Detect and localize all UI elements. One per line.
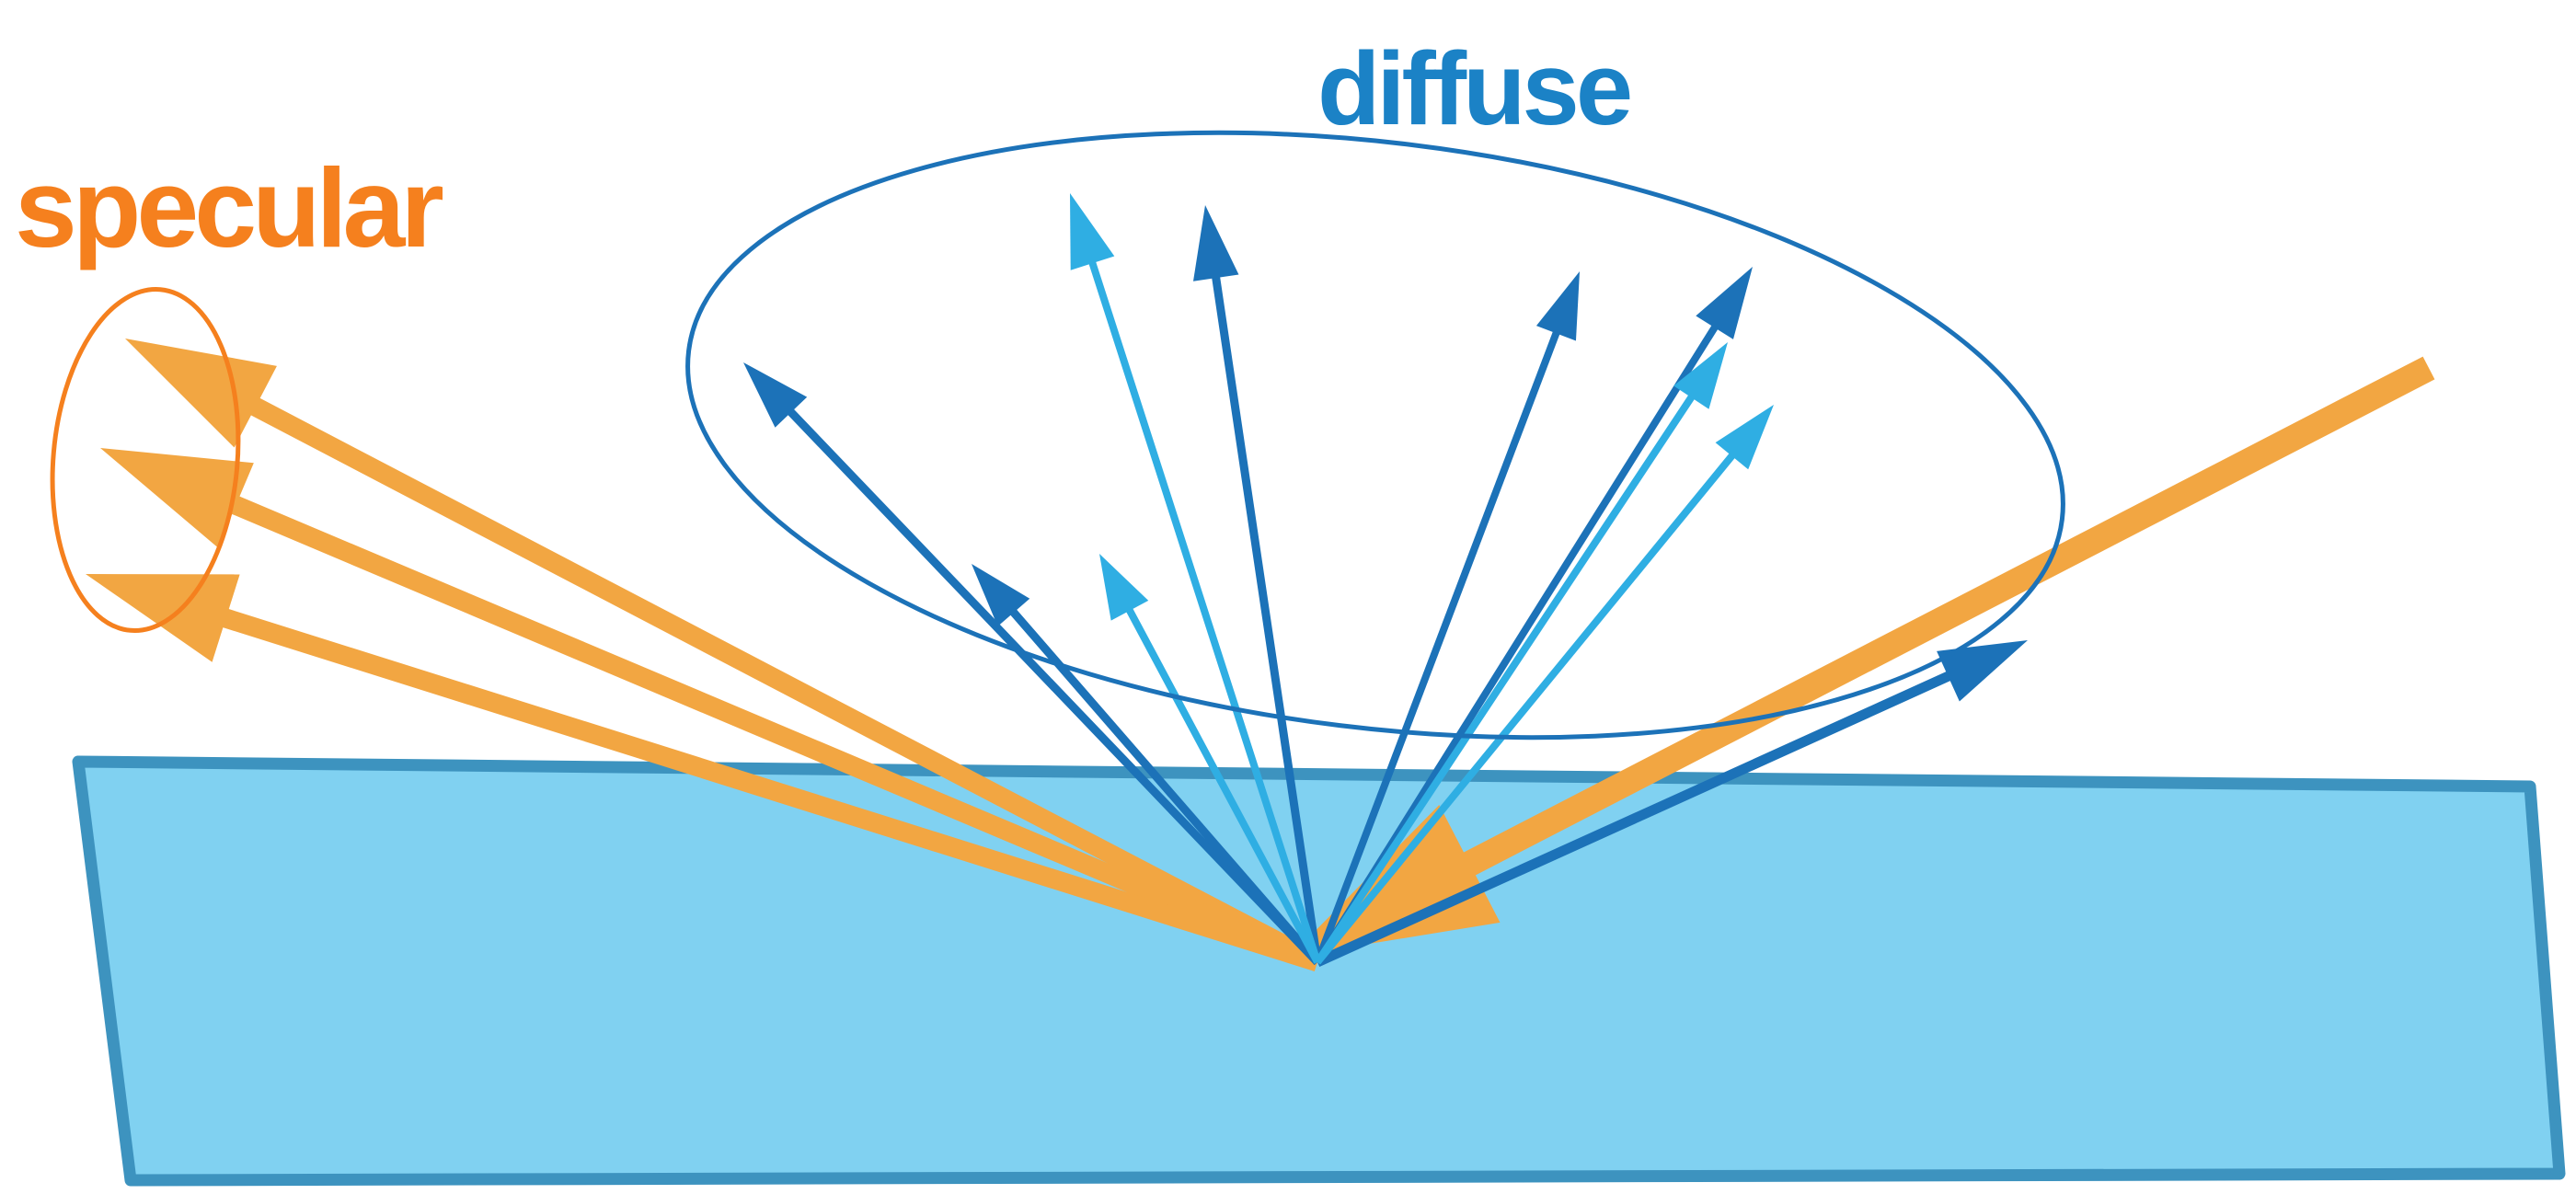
diffuse-arrow-short-cyan [1099,554,1321,964]
specular-arrow-middle-shaft [224,493,1322,971]
diffuse-arrow-right-cyan-1 [1314,342,1728,965]
diffuse-arrow-along-ray-shaft [1315,668,1958,968]
diffuse-arrow-upleft-long [743,362,1321,966]
diffuse-arrow-vertical-cyan [1070,193,1321,964]
surface [72,755,2566,1187]
diffuse-label: diffuse [1317,31,1630,146]
diffuse-arrow-vertical-dark-head [1193,205,1239,281]
diffuse-arrow-right-cyan-2-shaft [1314,447,1740,965]
specular-arrow-top-head [125,339,277,448]
specular-arrow-top-shaft [244,395,1322,971]
diffuse-arrow-vertical-dark [1193,205,1322,963]
diffuse-arrow-vertical-cyan-shaft [1087,255,1321,964]
diffuse-arrow-right-dark-head [1696,267,1753,339]
diffuse-arrow-vertical-cyan-head [1070,193,1115,270]
diffuse-arrow-right-cyan-2 [1314,405,1774,965]
diffuse-arrow-midright-dark-head [1535,271,1580,341]
specular-arrow-bottom-shaft [215,606,1321,972]
specular-arrow-middle [100,448,1322,971]
diffuse-arrow-right-cyan-1-shaft [1314,389,1699,965]
diffuse-arrow-along-ray-head [1937,640,2028,702]
diffuse-arrow-upleft-short-head [972,564,1030,626]
incident-ray-shaft [1456,356,2435,879]
diffuse-arrow-vertical-dark-shaft [1211,270,1322,963]
diffuse-arrow-right-cyan-2-head [1715,405,1774,470]
diffuse-arrow-upleft-long-head [743,362,808,428]
diffuse-arrow-midright-dark-shaft [1314,325,1563,964]
specular-ellipse [50,287,241,633]
diffuse-arrow-midright-dark [1314,271,1580,964]
specular-arrow-bottom-head [86,574,240,662]
specular-arrow-middle-head [100,448,254,548]
diffuse-ellipse [685,130,2065,741]
diffuse-arrow-upleft-long-shaft [783,404,1321,966]
diffuse-arrow-short-cyan-head [1099,554,1149,621]
diffuse-arrow-along-ray [1315,640,2028,968]
specular-label: specular [15,145,443,270]
diffuse-arrow-right-cyan-1-head [1673,342,1728,409]
specular-arrow-bottom [86,574,1321,972]
diffuse-arrow-short-cyan-shaft [1122,602,1321,964]
